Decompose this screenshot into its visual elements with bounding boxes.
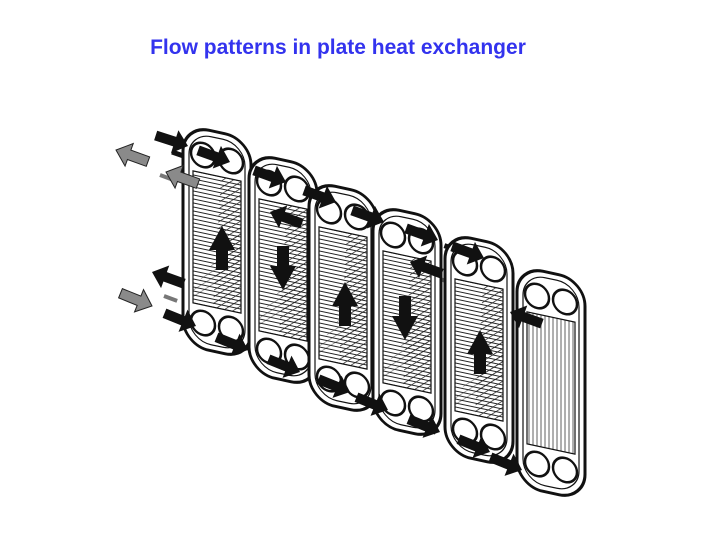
left-arrow-icon (111, 138, 153, 174)
right-arrow-icon (115, 281, 157, 318)
plate-6 (515, 264, 587, 502)
slide-title: Flow patterns in plate heat exchanger (150, 36, 526, 59)
